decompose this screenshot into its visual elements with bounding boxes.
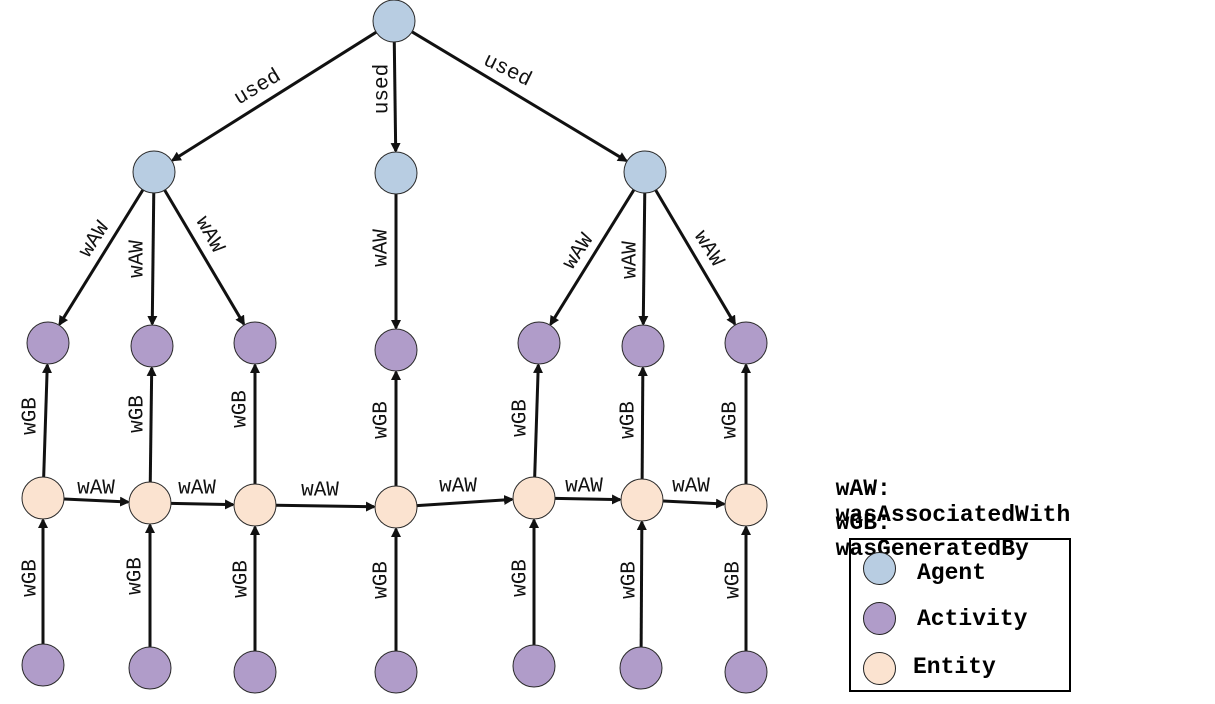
edge-waw-agent-2	[147, 192, 158, 327]
label-waw-entity-1: wAW	[77, 478, 115, 501]
legend-agent-swatch	[863, 552, 896, 585]
activity-node-q6	[619, 646, 663, 690]
legend-activity-label: Activity	[917, 606, 1028, 632]
edge-used-3	[411, 30, 628, 162]
label-wgb-low-4: wGB	[371, 561, 394, 599]
edge-waw-agent-1	[58, 189, 145, 327]
edge-waw-entity-4	[416, 494, 515, 508]
label-waw-agent-2: wAW	[127, 240, 150, 278]
legend-entity-swatch	[863, 652, 896, 685]
activity-node-p4	[374, 328, 418, 372]
label-wgb-up-5: wGB	[510, 399, 533, 437]
label-waw-agent-1: wAW	[75, 218, 115, 263]
edges	[38, 30, 751, 651]
label-wgb-low-1: wGB	[20, 559, 43, 597]
activity-node-q4	[374, 650, 418, 694]
label-wgb-low-6: wGB	[619, 561, 642, 599]
edge-waw-agent-6	[638, 192, 649, 327]
label-wgb-up-3: wGB	[230, 390, 253, 428]
entity-node-e6	[620, 478, 664, 522]
label-waw-agent-7: wAW	[688, 227, 728, 272]
edge-waw-agent-7	[654, 189, 737, 326]
label-wgb-up-7: wGB	[720, 401, 743, 439]
abbreviation-wgb-key: wGB:	[835, 510, 891, 536]
edge-wgb-up-6	[637, 365, 648, 480]
label-waw-agent-4: wAW	[371, 229, 394, 267]
edge-wgb-low-6	[636, 519, 647, 648]
edge-wgb-up-1	[42, 362, 53, 478]
edge-used-1	[170, 30, 378, 162]
legend-agent-label: Agent	[917, 560, 987, 586]
edge-waw-entity-1	[63, 496, 131, 507]
activity-node-q2	[128, 646, 172, 690]
activity-node-p5	[517, 321, 561, 365]
edge-wgb-up-5	[533, 362, 544, 478]
label-wgb-up-4: wGB	[371, 401, 394, 439]
label-wgb-low-7: wGB	[723, 561, 746, 599]
label-wgb-low-2: wGB	[125, 557, 148, 595]
label-used-2: used	[372, 64, 395, 114]
edge-waw-agent-5	[549, 189, 636, 327]
legend: Agent Activity Entity	[849, 538, 1071, 692]
entity-node-e7	[724, 483, 768, 527]
label-wgb-up-6: wGB	[618, 401, 641, 439]
label-waw-agent-6: wAW	[620, 241, 643, 279]
abbreviation-waw-full: wasAssociatedWith	[835, 502, 1071, 528]
edge-waw-entity-5	[554, 494, 623, 505]
legend-activity-swatch	[863, 602, 896, 635]
agent-node-a3	[623, 150, 667, 194]
label-waw-entity-4: wAW	[439, 476, 477, 499]
legend-entity-label: Entity	[913, 654, 996, 680]
label-used-1: used	[230, 65, 285, 111]
label-wgb-up-2: wGB	[127, 395, 150, 433]
entity-node-e5	[512, 476, 556, 520]
activity-node-q5	[512, 644, 556, 688]
edge-waw-entity-3	[275, 501, 377, 512]
agent-node-a0	[372, 0, 416, 43]
activity-node-p7	[724, 321, 768, 365]
entity-node-e4	[374, 485, 418, 529]
label-wgb-low-3: wGB	[231, 560, 254, 598]
activity-node-p6	[621, 324, 665, 368]
label-waw-entity-5: wAW	[565, 476, 603, 499]
label-waw-entity-3: wAW	[301, 480, 339, 503]
activity-node-p2	[130, 324, 174, 368]
label-waw-agent-3: wAW	[190, 213, 229, 258]
label-wgb-low-5: wGB	[510, 559, 533, 597]
activity-node-p1	[26, 321, 70, 365]
edge-wgb-up-2	[146, 365, 157, 483]
activity-node-q1	[21, 643, 65, 687]
label-wgb-up-1: wGB	[20, 397, 43, 435]
entity-node-e2	[128, 481, 172, 525]
activity-node-q3	[233, 650, 277, 694]
activity-node-q7	[724, 650, 768, 694]
abbreviation-wgb: wGB: wasGeneratedBy	[808, 484, 1029, 562]
label-waw-entity-2: wAW	[178, 478, 216, 501]
edge-used-2	[390, 41, 401, 154]
edge-waw-agent-3	[163, 189, 246, 326]
label-waw-entity-6: wAW	[672, 476, 710, 499]
abbreviation-waw: wAW: wasAssociatedWith	[808, 450, 1071, 528]
agent-node-a2	[374, 151, 418, 195]
nodes	[21, 0, 768, 694]
entity-node-e3	[233, 483, 277, 527]
edge-waw-entity-6	[662, 498, 727, 509]
label-waw-agent-5: wAW	[559, 230, 599, 275]
activity-node-p3	[233, 321, 277, 365]
entity-node-e1	[21, 476, 65, 520]
abbreviation-waw-key: wAW:	[835, 476, 891, 502]
agent-node-a1	[132, 150, 176, 194]
label-used-3: used	[479, 50, 534, 93]
edge-waw-entity-2	[170, 499, 236, 510]
